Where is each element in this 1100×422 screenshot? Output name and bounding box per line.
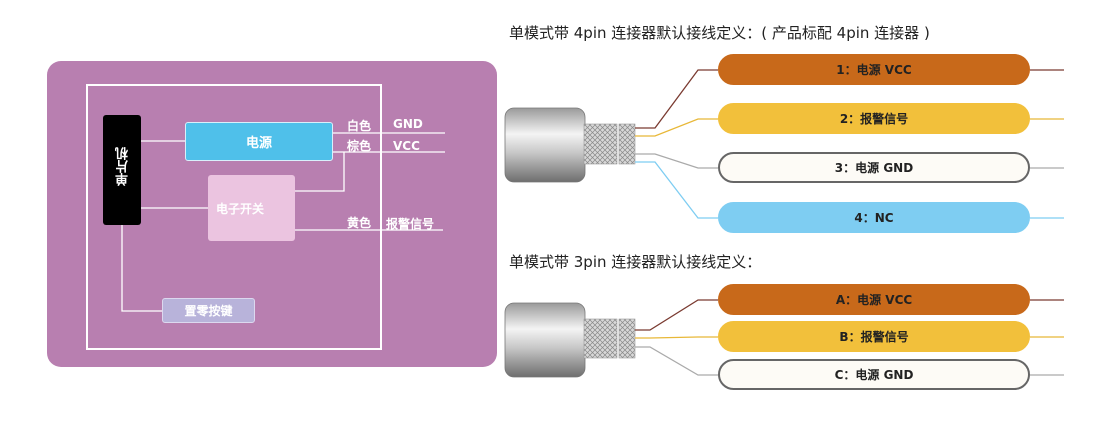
wire-signal-gnd: GND [393, 117, 423, 131]
wire-color-yellow: 黄色 [347, 216, 372, 230]
switch-label: 电子开关 [216, 201, 265, 216]
pin4-pin-label: 4：NC [854, 211, 894, 225]
power-block: 电源 [185, 122, 333, 161]
pin4-pin-label: 1：电源 VCC [836, 63, 912, 77]
mcu-key-line [121, 225, 162, 312]
reset-key-label: 置零按键 [184, 304, 233, 318]
device-boundary [86, 84, 382, 350]
pin3-pin-label: C：电源 GND [834, 368, 914, 382]
wire-signal-vcc: VCC [393, 139, 420, 153]
pin4-pin-1: 1：电源 VCC [718, 54, 1030, 85]
wire-signal-alarm: 报警信号 [386, 217, 435, 231]
title-4pin: 单模式带 4pin 连接器默认接线定义：( 产品标配 4pin 连接器 ) [509, 24, 930, 42]
pin4-pin-label: 3：电源 GND [834, 161, 914, 175]
pin3-wire-1 [635, 299, 718, 331]
pin4-pin-3: 3：电源 GND [718, 152, 1030, 183]
pin4-braid-left [583, 123, 618, 165]
pin3-pin-label: A：电源 VCC [835, 293, 913, 307]
pin4-pin-4: 4：NC [718, 202, 1030, 233]
pin4-connector-body [504, 107, 586, 183]
pin4-pin-2: 2：报警信号 [718, 103, 1030, 134]
pin4-wire-3 [635, 153, 718, 169]
pin4-braid-right [618, 123, 636, 165]
pin4-wire-2 [635, 118, 718, 137]
pin3-wire-3 [635, 346, 718, 376]
wire-color-brown: 棕色 [347, 139, 372, 153]
pin3-braid-right [618, 318, 636, 359]
pin3-wire-2 [635, 336, 718, 339]
pin4-wire-4 [635, 161, 718, 219]
pin3-pin-label: B：报警信号 [839, 330, 909, 344]
switch-block: 电子开关 [208, 175, 295, 241]
title-3pin: 单模式带 3pin 连接器默认接线定义： [509, 253, 762, 271]
pin3-braid-left [583, 318, 618, 359]
pin4-wire-1 [635, 69, 718, 129]
pin4-pin-label: 2：报警信号 [839, 112, 909, 126]
reset-key-block: 置零按键 [162, 298, 255, 323]
mcu-block: 单片机 [103, 115, 141, 225]
wire-color-white: 白色 [347, 119, 372, 133]
pin3-pin-1: A：电源 VCC [718, 284, 1030, 315]
pin3-pin-3: C：电源 GND [718, 359, 1030, 390]
pin3-pin-2: B：报警信号 [718, 321, 1030, 352]
pin3-connector-body [504, 302, 586, 378]
power-label: 电源 [245, 136, 272, 151]
